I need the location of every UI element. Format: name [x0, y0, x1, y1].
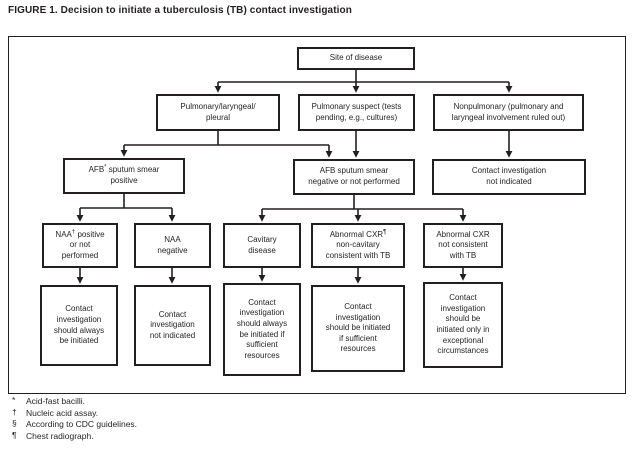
flow-node-naa-negative: NAA negative: [134, 223, 211, 268]
footnote-acid-fast-bacilli: * Acid-fast bacilli.: [12, 395, 137, 408]
flow-node-abnormal-cxr-not-consistent: Abnormal CXR not consistent with TB: [423, 223, 503, 268]
flowchart-frame: Site of disease Pulmonary/laryngeal/ ple…: [8, 36, 626, 394]
flow-node-pulmonary-suspect: Pulmonary suspect (tests pending, e.g., …: [298, 94, 415, 131]
flow-node-outcome-always-if-resources: Contact investigation should always be i…: [223, 283, 301, 376]
node-label: Contact investigation should be initiate…: [436, 293, 490, 356]
node-label-text: non-cavitary consistent with TB: [325, 240, 391, 260]
node-label: Contact investigation not indicated: [149, 309, 196, 340]
node-label-text: positive or not performed: [61, 229, 105, 260]
node-label-text: AFB: [88, 165, 105, 175]
node-label: AFB sputum smear negative or not perform…: [308, 166, 400, 186]
footnote-chest-radiograph: ¶ Chest radiograph.: [12, 429, 137, 443]
figure-title: FIGURE 1. Decision to initiate a tubercu…: [8, 5, 352, 16]
footnote-marker-dagger: †: [71, 229, 76, 236]
footnote-text: Nucleic acid assay.: [26, 407, 99, 418]
flow-node-outcome-exceptional: Contact investigation should be initiate…: [423, 282, 503, 368]
node-label: Cavitary disease: [247, 234, 277, 255]
footnote-symbol: *: [12, 395, 16, 405]
node-label: Abnormal CXR¶ non-cavitary consistent wi…: [324, 229, 393, 263]
footnotes: * Acid-fast bacilli. † Nucleic acid assa…: [12, 395, 138, 443]
node-label: Abnormal CXR not consistent with TB: [436, 229, 490, 260]
node-label-text: sputum smear positive: [108, 165, 160, 185]
footnote-symbol: †: [12, 406, 17, 417]
flow-node-abnormal-cxr-noncavitary: Abnormal CXR¶ non-cavitary consistent wi…: [311, 223, 405, 268]
footnote-text: Chest radiograph.: [26, 430, 94, 441]
node-label-text: NAA: [55, 229, 72, 239]
footnote-marker-pilcrow: ¶: [383, 229, 387, 236]
node-label: Pulmonary suspect (tests pending, e.g., …: [311, 101, 402, 122]
node-label: Contact investigation should always be i…: [53, 304, 105, 346]
flow-node-contact-investigation-not-indicated: Contact investigation not indicated: [432, 159, 586, 195]
node-label-text: Abnormal CXR: [329, 229, 384, 239]
footnote-marker-asterisk: *: [104, 164, 107, 171]
node-label: Nonpulmonary (pulmonary and laryngeal in…: [451, 101, 566, 122]
node-label: NAA† positive or not performed: [53, 229, 106, 263]
flow-node-naa-positive: NAA† positive or not performed: [42, 223, 118, 268]
node-label: Site of disease: [329, 53, 383, 63]
footnote-nucleic-acid-assay: † Nucleic acid assay.: [12, 406, 137, 420]
branch-site: [218, 70, 509, 83]
branch-afb-negative: [262, 195, 463, 210]
footnote-symbol: §: [12, 418, 17, 428]
footnote-cdc-guidelines: § According to CDC guidelines.: [12, 418, 138, 431]
footnote-symbol: ¶: [12, 429, 17, 440]
node-label: Pulmonary/laryngeal/ pleural: [180, 101, 256, 122]
footnote-text: Acid-fast bacilli.: [26, 396, 86, 406]
flow-node-outcome-not-indicated: Contact investigation not indicated: [134, 285, 211, 366]
flow-node-afb-smear-negative: AFB sputum smear negative or not perform…: [293, 159, 415, 195]
node-label: NAA negative: [157, 234, 188, 255]
flow-node-site-of-disease: Site of disease: [297, 47, 415, 70]
branch-afb-positive: [80, 194, 172, 209]
branch-pulmonary: [124, 131, 329, 146]
flow-node-nonpulmonary: Nonpulmonary (pulmonary and laryngeal in…: [433, 94, 584, 131]
flow-node-cavitary-disease: Cavitary disease: [223, 223, 301, 268]
flow-node-outcome-if-resources: Contact investigation should be initiate…: [311, 285, 405, 372]
flowchart-connectors: [76, 70, 513, 284]
flow-node-outcome-always-initiated: Contact investigation should always be i…: [40, 285, 118, 366]
node-label: AFB* sputum smear positive: [87, 164, 162, 187]
node-label: Contact investigation not indicated: [471, 166, 547, 186]
node-label: Contact investigation should always be i…: [236, 297, 288, 360]
footnote-text: According to CDC guidelines.: [26, 419, 138, 429]
node-label: Contact investigation should be initiate…: [325, 302, 391, 354]
flow-node-afb-smear-positive: AFB* sputum smear positive: [63, 158, 185, 194]
flow-node-pulmonary-laryngeal-pleural: Pulmonary/laryngeal/ pleural: [156, 94, 280, 131]
